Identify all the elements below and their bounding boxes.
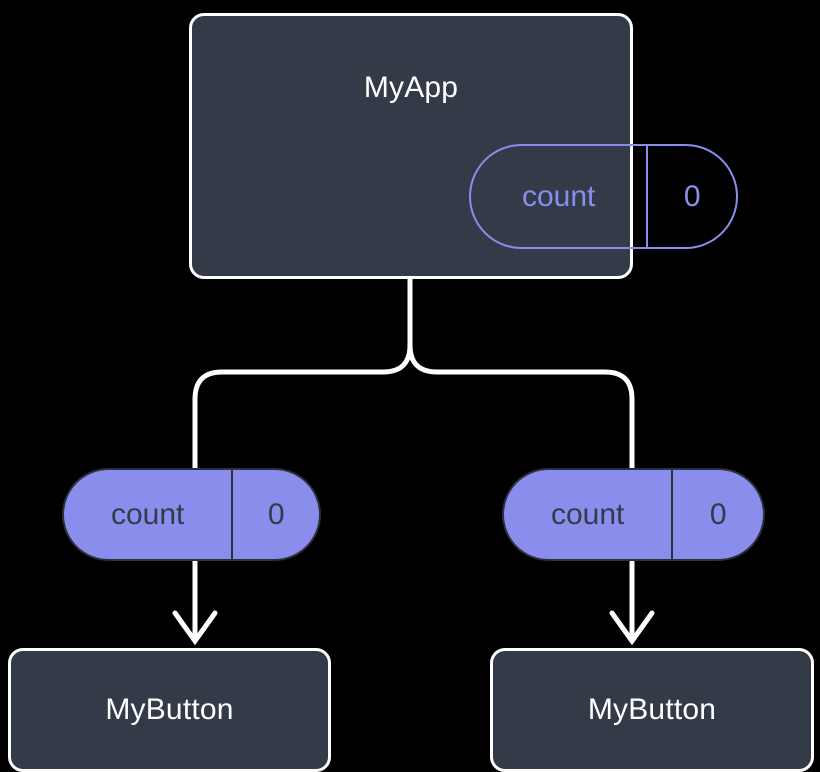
state-key-label: count bbox=[110, 497, 185, 531]
state-key-label: count bbox=[551, 497, 625, 531]
edge-root-branch-right bbox=[407, 276, 635, 472]
edge-root-branch bbox=[192, 276, 413, 472]
state-pill-left-count[interactable]: count 0 bbox=[62, 468, 321, 561]
state-pill-myapp-count[interactable]: count 0 bbox=[469, 144, 738, 249]
arrowhead-left bbox=[172, 610, 218, 646]
state-key-label: count bbox=[521, 179, 596, 213]
state-value-label: 0 bbox=[671, 470, 763, 559]
state-value-label: 0 bbox=[646, 146, 736, 247]
state-pill-right-count[interactable]: count 0 bbox=[502, 468, 765, 561]
component-label-mybutton-right: MyButton bbox=[587, 693, 717, 726]
state-value-label: 0 bbox=[231, 470, 319, 559]
component-node-mybutton-right[interactable]: MyButton bbox=[490, 648, 814, 772]
arrowhead-right bbox=[609, 610, 655, 646]
component-node-mybutton-left[interactable]: MyButton bbox=[8, 648, 331, 772]
component-label-myapp: MyApp bbox=[363, 71, 459, 104]
component-node-myapp[interactable]: MyApp count 0 bbox=[189, 13, 738, 279]
component-label-mybutton-left: MyButton bbox=[105, 693, 234, 726]
